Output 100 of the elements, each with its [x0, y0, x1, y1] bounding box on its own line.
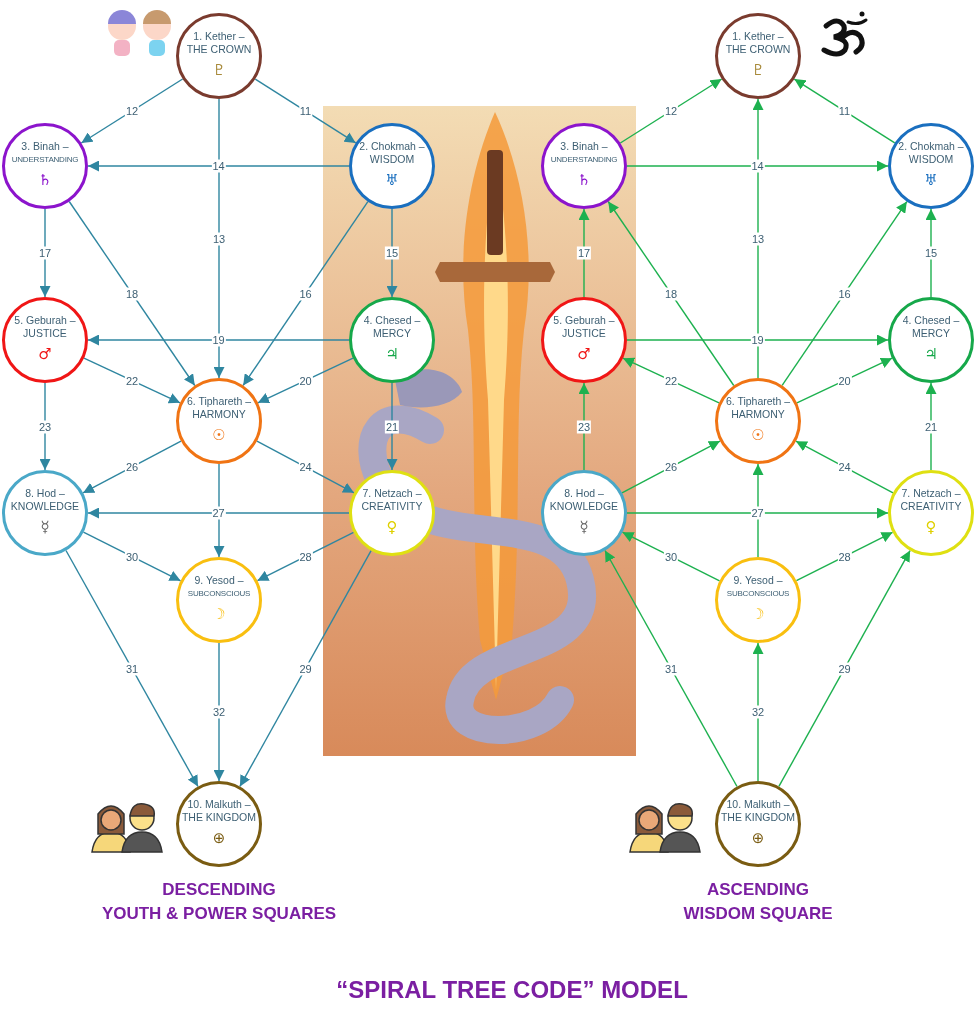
planet-symbol: ♀ [386, 517, 398, 536]
sephirah-name: 6. Tiphareth – [725, 394, 791, 408]
arrow [80, 78, 184, 144]
arrow [626, 507, 889, 519]
edge-label: 18 [663, 287, 679, 300]
section-caption: ASCENDING [707, 880, 809, 900]
arrow [778, 549, 911, 788]
arrow [626, 334, 889, 346]
arrow [87, 507, 350, 519]
sephirah-name: 6. Tiphareth – [186, 394, 252, 408]
edge-label: 22 [124, 374, 140, 387]
sephirah-title: WISDOM [908, 152, 954, 166]
planet-symbol: ☿ [40, 517, 50, 536]
sephirah-title: CREATIVITY [361, 499, 423, 513]
edge-label: 14 [750, 159, 765, 173]
arrow [752, 463, 764, 558]
edge-label: 19 [211, 333, 226, 347]
edge-label: 11 [837, 104, 852, 118]
section-caption: YOUTH & POWER SQUARES [101, 904, 337, 924]
sephirah-title: KNOWLEDGE [10, 499, 80, 513]
edge-label: 24 [837, 460, 852, 474]
arrow [83, 357, 181, 404]
arrow [82, 531, 182, 582]
arrow [213, 642, 225, 782]
sephirah-title: MERCY [912, 326, 950, 340]
arrow [213, 98, 225, 379]
planet-symbol: ♄ [577, 170, 591, 189]
arrow [619, 78, 723, 144]
sephirah-name: 3. Binah – [560, 139, 608, 153]
section-caption: DESCENDING [162, 880, 276, 900]
sephirah-title: CREATIVITY [900, 499, 962, 513]
arrow [795, 531, 894, 582]
sephirah-title: UNDERSTANDING [11, 153, 79, 166]
arrow [239, 549, 372, 788]
planet-symbol: ♇ [751, 60, 765, 79]
sephirah-name: 4. Chesed – [363, 313, 421, 327]
edge-label: 30 [663, 550, 679, 563]
arrow [39, 382, 51, 471]
arrow [796, 357, 893, 404]
planet-symbol: ♄ [38, 170, 52, 189]
sephirah-name: 7. Netzach – [362, 486, 422, 500]
planet-symbol: ♅ [385, 170, 399, 189]
edge-label: 17 [37, 246, 53, 260]
edge-label: 13 [750, 232, 766, 245]
arrow [781, 200, 908, 387]
sephirah-title: THE CROWN [186, 42, 252, 56]
edge-label: 31 [663, 662, 679, 675]
sephirah-name: 2. Chokmah – [898, 139, 964, 153]
planet-symbol: ☽ [751, 604, 765, 623]
arrow [68, 200, 196, 387]
sephirah-title: HARMONY [731, 407, 785, 421]
planet-symbol: ⊕ [212, 828, 226, 847]
edge-label: 32 [211, 705, 227, 719]
edge-label: 23 [37, 420, 53, 433]
edge-label: 12 [663, 104, 679, 118]
edge-label: 26 [124, 460, 140, 474]
sephirah-name: 8. Hod – [25, 486, 65, 500]
edge-label: 29 [298, 662, 313, 675]
arrow [386, 382, 398, 471]
sephirah-name: 8. Hod – [564, 486, 604, 500]
arrow [925, 208, 937, 298]
arrow [626, 160, 889, 172]
arrow [256, 531, 355, 582]
edge-label: 15 [923, 246, 939, 260]
arrow [87, 334, 350, 346]
arrow [254, 78, 357, 144]
edge-label: 15 [384, 246, 400, 260]
planet-symbol: ♃ [924, 344, 938, 363]
planet-symbol: ☿ [579, 517, 589, 536]
edge-label: 14 [211, 159, 226, 173]
sephirah-title: JUSTICE [562, 326, 606, 340]
sephirah-name: 3. Binah – [21, 139, 69, 153]
planet-symbol: ☉ [212, 425, 226, 444]
edge-label: 32 [750, 705, 766, 719]
edge-label: 19 [750, 333, 765, 347]
arrow [39, 208, 51, 298]
edge-label: 20 [837, 374, 852, 387]
edge-label: 18 [124, 287, 140, 300]
arrow [622, 357, 720, 404]
sephirah-title: WISDOM [369, 152, 415, 166]
edge-label: 16 [298, 287, 313, 300]
planet-symbol: ♃ [385, 344, 399, 363]
planet-symbol: ☉ [751, 425, 765, 444]
planet-symbol: ♅ [924, 170, 938, 189]
sephirah-circle [715, 378, 801, 464]
sephirah-title: HARMONY [192, 407, 246, 421]
sephirah-name: 5. Geburah – [14, 313, 76, 327]
arrow [242, 200, 369, 387]
edge-label: 28 [837, 550, 852, 563]
arrow [257, 357, 354, 404]
arrow [793, 78, 896, 144]
sephirah-name: 10. Malkuth – [187, 797, 251, 811]
planet-symbol: ☽ [212, 604, 226, 623]
sephirah-title: KNOWLEDGE [549, 499, 619, 513]
planet-symbol: ♇ [212, 60, 226, 79]
arrow [82, 440, 182, 494]
sephirah-title: UNDERSTANDING [550, 153, 618, 166]
edge-label: 29 [837, 662, 852, 675]
sephirah-name: 9. Yesod – [194, 573, 244, 587]
planet-symbol: ♀ [925, 517, 937, 536]
